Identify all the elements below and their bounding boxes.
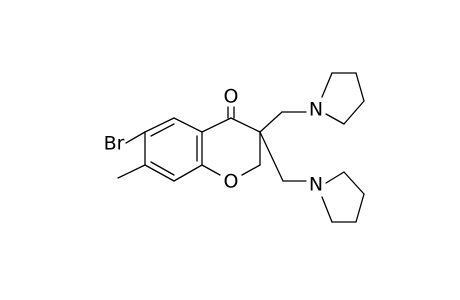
bond-ca-cb-lower: [343, 171, 365, 195]
nitrogen-upper-label: N: [309, 99, 323, 121]
bond-c8a-c4a: [173, 117, 203, 133]
bond-c6-c7: [144, 164, 175, 182]
bond-c6-br: [125, 131, 146, 144]
bond-c4a-c5: [144, 117, 175, 133]
carbonyl-oxygen-label: O: [224, 86, 239, 108]
bond-cd-n-lower: [321, 196, 333, 223]
ring-oxygen-label: O: [224, 171, 239, 193]
bond-c4-c3: [230, 117, 261, 133]
bond-c3-ch2-lower: [259, 131, 284, 182]
bond-c4a-c5-double: [150, 123, 175, 137]
benzene-ring: [144, 117, 203, 182]
bond-c6-c7-double: [150, 161, 175, 176]
lower-pyrrolidinylmethyl: [259, 131, 365, 223]
bond-cb-cc-lower: [355, 193, 365, 223]
pyranone-ring: [201, 117, 261, 176]
bond-c7-c8: [173, 164, 203, 182]
nitrogen-lower-label: N: [309, 174, 323, 196]
bond-c3-ch2-upper: [259, 111, 283, 133]
bond-c2-o1: [241, 164, 261, 176]
bond-c7-methyl: [117, 164, 146, 179]
bromine-label: Br: [104, 133, 125, 155]
carbonyl-group: [227, 106, 235, 119]
bond-o1-c8a: [201, 164, 221, 176]
bond-cc-cd-upper: [343, 100, 365, 125]
bond-c4a-c4: [201, 117, 232, 133]
upper-pyrrolidinylmethyl: [259, 72, 365, 133]
bond-n-ca-upper: [321, 72, 333, 98]
bond-cb-cc-upper: [355, 72, 365, 102]
bond-n-ca-lower: [325, 171, 345, 184]
bond-cd-n-upper: [325, 113, 345, 125]
